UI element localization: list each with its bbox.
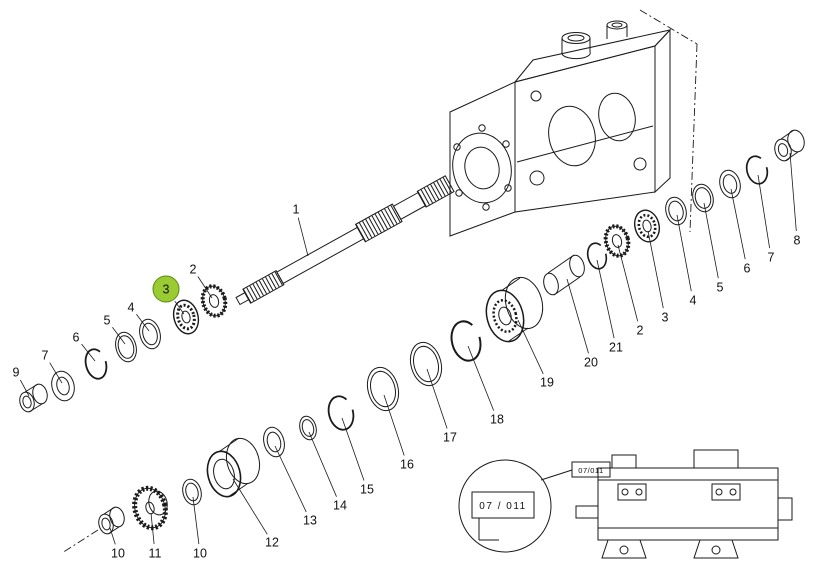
callout-14[interactable]: 14 (333, 498, 347, 512)
part-8-bushing-rear (774, 129, 805, 162)
part-6-shim-rear (719, 169, 741, 199)
callout-17[interactable]: 17 (443, 430, 457, 444)
callout-2[interactable]: 2 (637, 323, 644, 337)
leader-line-2-1 (197, 276, 213, 299)
part-11-bevel-gear (132, 485, 168, 531)
leader-line-17-19 (426, 368, 448, 429)
callout-2[interactable]: 2 (190, 262, 197, 276)
part-13-ring (263, 426, 285, 458)
leader-line-20-16 (566, 278, 589, 354)
leader-line-4-3 (136, 313, 150, 332)
detail-circle (458, 459, 552, 553)
part-3-bearing (172, 299, 200, 335)
callout-6[interactable]: 6 (744, 261, 751, 275)
part-5-shim (115, 331, 137, 363)
part-4-shim (139, 318, 161, 350)
leader-line-7-6 (49, 362, 63, 384)
callout-15[interactable]: 15 (360, 482, 374, 496)
callout-18[interactable]: 18 (490, 412, 504, 426)
inset-machine (575, 449, 793, 559)
leader-line-5-4 (112, 326, 126, 345)
leader-line-14-22 (308, 431, 337, 497)
callout-labels: 1234567987654322120191817161514131210111… (13, 202, 801, 560)
reference-tag-label: 07/011 (578, 466, 603, 475)
detail-reference-label: 07 / 011 (479, 501, 526, 512)
callout-9[interactable]: 9 (13, 365, 20, 379)
callout-3[interactable]: 3 (662, 310, 669, 324)
callout-6[interactable]: 6 (73, 330, 80, 344)
highlighted-callout-circle[interactable] (152, 275, 180, 303)
part-12-bearing-cup (206, 437, 261, 498)
part-2-gear-rear (603, 224, 631, 258)
reference-tag-box (571, 461, 611, 478)
callout-21[interactable]: 21 (609, 340, 623, 354)
leader-line-18-18 (467, 345, 495, 411)
leader-line-12-24 (232, 478, 268, 535)
part-5-shim-rear (692, 183, 714, 213)
leader-line-9-7 (19, 379, 30, 397)
part-18-snap-ring (450, 320, 482, 362)
leader-line-10-25 (192, 496, 200, 545)
callout-5[interactable]: 5 (104, 313, 111, 327)
leader-line-5-11 (703, 202, 719, 279)
leader-line-15-21 (341, 417, 365, 481)
leader-line-3-2 (174, 300, 185, 315)
callout-7[interactable]: 7 (768, 250, 775, 264)
detail-reference (458, 459, 611, 553)
leader-line-3-13 (647, 230, 664, 309)
part-16-ring (366, 366, 400, 412)
callout-1[interactable]: 1 (293, 202, 300, 216)
callout-20[interactable]: 20 (584, 355, 598, 369)
leader-line-7-9 (757, 174, 770, 249)
part-7-washer (51, 370, 75, 402)
callout-16[interactable]: 16 (400, 457, 414, 471)
callout-leader-lines (19, 152, 797, 545)
callout-5[interactable]: 5 (717, 280, 724, 294)
part-7-snap-ring-rear (745, 155, 769, 185)
callout-10[interactable]: 10 (111, 546, 125, 560)
leader-line-11-26 (150, 512, 155, 545)
callout-4[interactable]: 4 (690, 293, 697, 307)
callout-19[interactable]: 19 (540, 375, 554, 389)
part-21-snap-ring (586, 242, 608, 270)
leader-line-21-15 (596, 259, 615, 339)
part-10-bushing (61, 506, 125, 554)
leader-line-8-8 (789, 152, 797, 232)
leader-line-13-23 (274, 445, 307, 513)
part-15-snap-ring (327, 395, 355, 431)
callout-11[interactable]: 11 (149, 546, 162, 560)
part-2-gear (200, 284, 228, 318)
part-9-bushing (19, 383, 48, 413)
part-3-bearing-rear (633, 209, 661, 243)
leader-line-6-10 (730, 188, 746, 260)
leader-line-2-14 (617, 244, 639, 322)
callout-4[interactable]: 4 (128, 300, 135, 314)
leader-line-6-5 (81, 343, 96, 362)
part-10-ring (182, 478, 202, 506)
part-20-spacer (543, 254, 585, 296)
leader-line-1-0 (297, 217, 309, 257)
callout-7[interactable]: 7 (42, 348, 49, 362)
callout-13[interactable]: 13 (303, 513, 317, 527)
callout-12[interactable]: 12 (265, 535, 279, 549)
detail-box (471, 491, 535, 519)
part-4-shim-rear (665, 196, 687, 226)
part-17-ring (409, 341, 443, 387)
gearbox-housing (449, 9, 698, 237)
callout-8[interactable]: 8 (794, 233, 801, 247)
part-1-shaft (235, 175, 455, 306)
part-14-ring (299, 415, 317, 441)
leader-line-19-17 (517, 319, 544, 374)
leader-line-4-12 (676, 214, 692, 292)
callout-10[interactable]: 10 (193, 546, 207, 560)
part-6-snap-ring (84, 348, 108, 380)
part-19-bearing-housing (485, 276, 544, 343)
leader-line-10-27 (109, 527, 116, 545)
leader-line-16-20 (383, 394, 405, 456)
callout-3-highlighted[interactable]: 3 (163, 282, 170, 296)
